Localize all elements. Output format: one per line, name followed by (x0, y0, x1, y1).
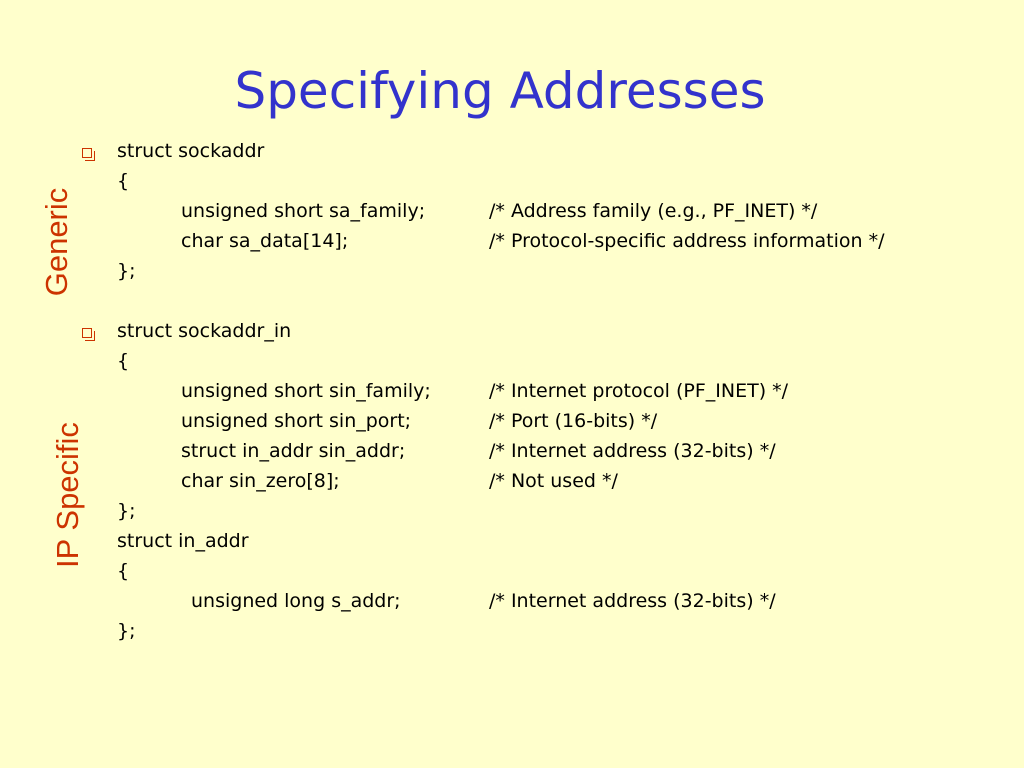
hollow-square-bullet-icon (82, 328, 95, 341)
generic-side-label: Generic (39, 187, 74, 297)
sockaddr-in-close-brace: }; (117, 500, 136, 522)
in-addr-field-comment: /* Internet address (32-bits) */ (489, 590, 776, 612)
sockaddr-in-field-decl: unsigned short sin_port; (181, 410, 412, 432)
sockaddr-in-open-brace: { (117, 350, 130, 372)
hollow-square-bullet-icon (82, 148, 95, 161)
in-addr-field-decl: unsigned long s_addr; (191, 590, 401, 612)
in-addr-open-brace: { (117, 560, 130, 582)
sockaddr-field-decl: unsigned short sa_family; (181, 200, 426, 222)
sockaddr-in-field-decl: char sin_zero[8]; (181, 470, 340, 492)
in-addr-close-brace: }; (117, 620, 136, 642)
sockaddr-field-comment: /* Address family (e.g., PF_INET) */ (489, 200, 818, 222)
sockaddr-in-field-comment: /* Internet protocol (PF_INET) */ (489, 380, 789, 402)
sockaddr-open-brace: { (117, 170, 130, 192)
sockaddr-in-field-comment: /* Not used */ (489, 470, 618, 492)
sockaddr-field-comment: /* Protocol-specific address information… (489, 230, 885, 252)
sockaddr-in-header: struct sockaddr_in (117, 320, 292, 342)
sockaddr-close-brace: }; (117, 260, 136, 282)
in-addr-header: struct in_addr (117, 530, 249, 552)
sockaddr-field-decl: char sa_data[14]; (181, 230, 349, 252)
sockaddr-header: struct sockaddr (117, 140, 265, 162)
sockaddr-in-field-comment: /* Internet address (32-bits) */ (489, 440, 776, 462)
slide-title: Specifying Addresses (234, 62, 766, 120)
ip-specific-side-label: IP Specific (50, 422, 85, 568)
sockaddr-in-field-decl: struct in_addr sin_addr; (181, 440, 406, 462)
sockaddr-in-field-comment: /* Port (16-bits) */ (489, 410, 658, 432)
sockaddr-in-field-decl: unsigned short sin_family; (181, 380, 431, 402)
